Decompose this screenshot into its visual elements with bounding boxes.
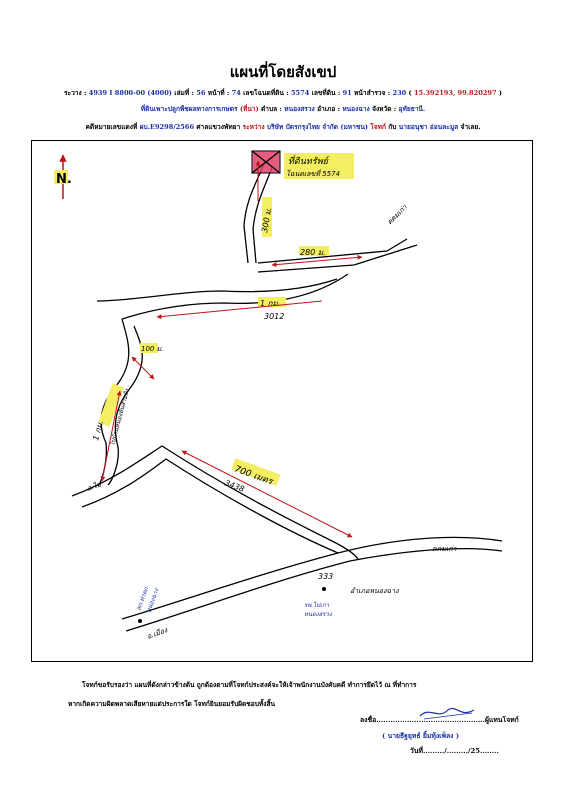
- north-arrow-icon: N.: [54, 154, 72, 199]
- khok-kham-label: คคมเก่า: [432, 545, 458, 553]
- road-3012-edge: [121, 273, 349, 320]
- arrow-1km-upper: [156, 300, 323, 320]
- school-label: รพ.ไปเก่า: [304, 601, 330, 609]
- roads: [71, 162, 503, 632]
- land-location-line: ที่ดินเพาะปลูกพืชผลทางการเกษตร (ที่นา) ต…: [140, 105, 426, 113]
- map-frame: N. ที่ด: [31, 140, 533, 662]
- distance-1km-lower: 1 กม.: [91, 420, 105, 442]
- page-title: แผนที่โดยสังเขป: [229, 63, 337, 81]
- parcel-info-line: ระวาง : 4939 I 8800-00 (4000) เล่มที่ : …: [64, 89, 502, 97]
- case-line: คดีหมายเลขแดงที่ ผบ.E9298/2566 ศาลแขวงพั…: [85, 123, 481, 131]
- arrow-1km-lower: [100, 390, 122, 482]
- amphoe-label: อำเภอหนองฉาง: [350, 587, 399, 595]
- to-city-label: อ.เมือง: [146, 626, 169, 641]
- road-3438-label: 3438: [223, 478, 245, 493]
- signer-name: ( นายธีฐยุทธ์ ยิ้มทุ้งเพ็ลง ): [382, 732, 460, 740]
- road-3012-label: 3012: [264, 312, 284, 321]
- road-3012: [96, 278, 338, 302]
- distance-300m: 300 ม.: [260, 207, 273, 234]
- upper-road-edge: [257, 244, 418, 273]
- arrow-700: [181, 450, 353, 538]
- road-3438: [71, 445, 359, 560]
- arrow-280: [271, 254, 363, 268]
- deed-label: โฉนดเลขที่ 5574: [286, 168, 340, 178]
- khok-label: คคมเก่า: [386, 203, 410, 227]
- route-333-label: 333: [318, 572, 333, 581]
- plot-label: ที่ดินทรัพย์: [288, 154, 330, 167]
- plot-marker-icon: [251, 150, 281, 174]
- certification-line-1: โจทก์ขอรับรองว่า แผนที่ดังกล่าวข้างต้น ถ…: [82, 681, 417, 689]
- access-lane: [243, 162, 265, 264]
- school-marker: รพ.ไปเก่า หนองสรวง: [304, 587, 333, 618]
- signature-scribble: [419, 707, 475, 720]
- distance-1km-upper: 1 กม.: [260, 299, 280, 308]
- certification-line-2: หากเกิดความผิดพลาดเสียหายแต่ประการใด โจท…: [68, 700, 276, 708]
- map-drawing: N. ที่ด: [54, 150, 503, 641]
- signature-line: ลงชื่อ..................................…: [360, 716, 519, 724]
- school-label-2: หนองสรวง: [304, 611, 333, 618]
- north-label: N.: [56, 172, 72, 187]
- route-333-edge: [125, 547, 503, 632]
- route-333: [121, 536, 503, 620]
- arrow-100: [131, 356, 155, 380]
- distance-280m: 280 ม.: [300, 248, 326, 257]
- distance-100m: 100 ม.: [141, 345, 163, 353]
- date-line: วันที่........./........./25........: [410, 747, 499, 755]
- police-station-marker: สภ.ท่าตก หนองฉาง: [135, 586, 161, 623]
